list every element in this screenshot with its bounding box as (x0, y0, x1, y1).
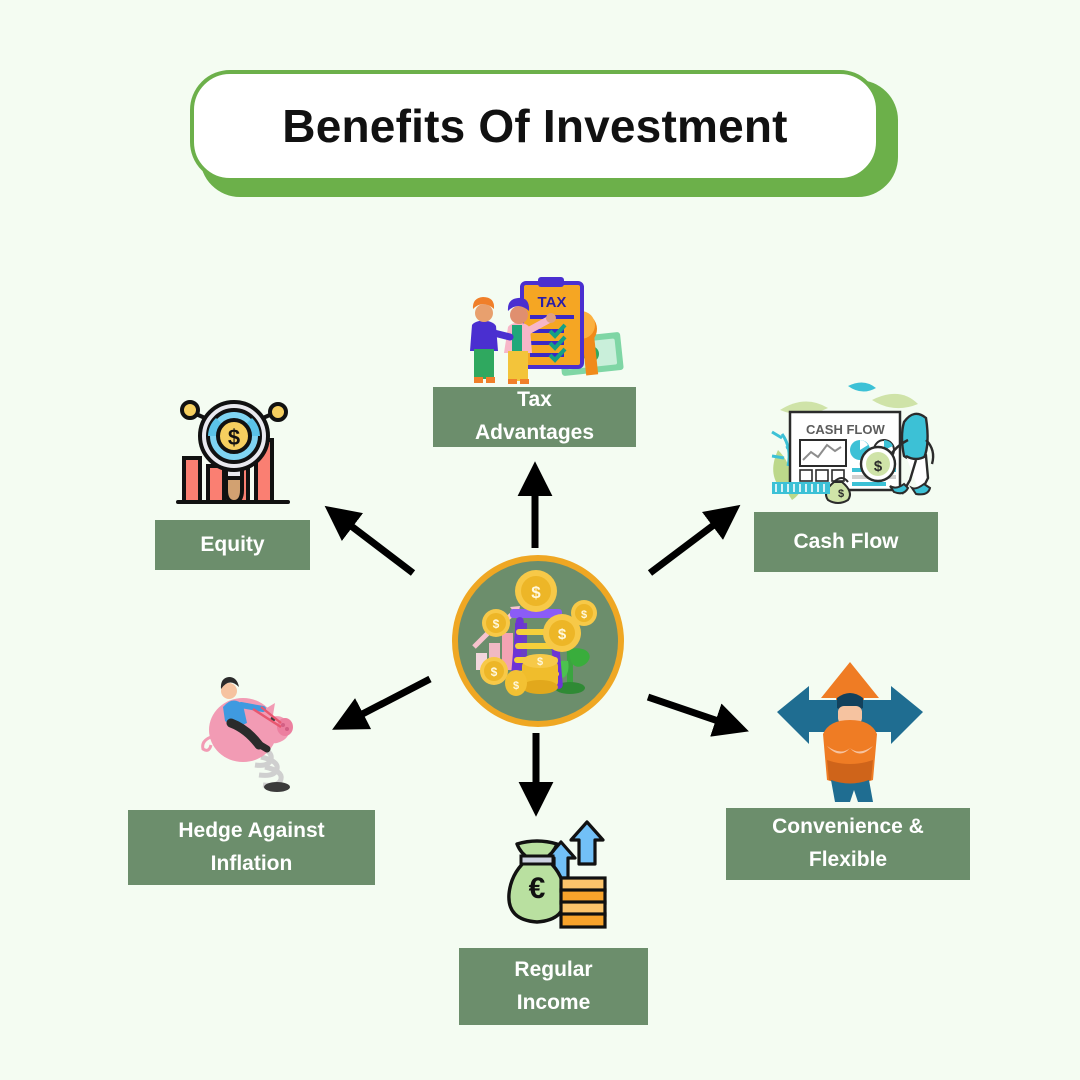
label-regular-income[interactable]: Regular Income (459, 948, 648, 1025)
center-node-investment: $ $ $ $ $ $ $ (452, 555, 624, 727)
label-convenience-flexible[interactable]: Convenience & Flexible (726, 808, 970, 880)
arrow-to-cash-flow (647, 504, 741, 576)
person-three-arrows-icon (777, 662, 923, 802)
icon-equity: $ (170, 390, 298, 510)
icon-regular-income: € (487, 820, 617, 935)
label-line-1: Cash Flow (793, 529, 899, 553)
svg-text:CASH FLOW: CASH FLOW (806, 422, 885, 437)
label-cash-flow[interactable]: Cash Flow (754, 512, 938, 572)
label-line-1: Tax (517, 388, 552, 412)
label-hedge-against-inflation[interactable]: Hedge Against Inflation (128, 810, 375, 885)
svg-text:€: € (529, 872, 546, 905)
svg-text:$: $ (558, 626, 567, 643)
cash-flow-dashboard-icon: CASH FLOW (771, 382, 935, 504)
label-line-1: Equity (200, 532, 265, 556)
title-card: Benefits Of Investment (190, 70, 898, 197)
arrow-to-equity (324, 505, 416, 576)
label-line-2: Advantages (474, 421, 595, 444)
arrow-to-hedge-inflation (332, 675, 432, 730)
title-card-body: Benefits Of Investment (190, 70, 880, 182)
arrow-to-convenience (646, 693, 749, 737)
label-tax-advantages[interactable]: Tax Advantages (433, 387, 636, 447)
icon-tax-advantages: TAX (450, 275, 630, 387)
magnifier-dollar-bars-icon: $ (176, 400, 290, 505)
icon-convenience-flexible (775, 660, 925, 805)
svg-text:$: $ (491, 665, 498, 679)
svg-text:$: $ (838, 488, 844, 500)
label-equity[interactable]: Equity (155, 520, 310, 570)
label-line-1: Convenience & (772, 815, 924, 839)
svg-text:$: $ (874, 458, 883, 475)
svg-text:$: $ (531, 583, 541, 602)
label-line-1: Regular (514, 957, 593, 981)
svg-text:$: $ (581, 609, 587, 621)
piggy-bank-spring-rider-icon (201, 677, 293, 792)
svg-text:$: $ (228, 425, 240, 450)
svg-text:$: $ (537, 656, 543, 668)
svg-text:$: $ (513, 680, 519, 692)
svg-text:$: $ (493, 617, 500, 631)
svg-text:TAX: TAX (538, 294, 567, 311)
icon-hedge-against-inflation (195, 665, 315, 792)
label-line-1: Hedge Against (178, 818, 325, 842)
money-bag-euro-coins-arrows-icon: € (507, 820, 607, 929)
label-line-2: Inflation (210, 851, 293, 875)
investment-ladder-coins-plant-icon: $ $ $ $ $ $ $ (472, 570, 597, 696)
page-title: Benefits Of Investment (282, 100, 788, 152)
label-line-2: Flexible (808, 848, 888, 871)
label-line-2: Income (516, 990, 591, 1014)
icon-cash-flow: CASH FLOW (760, 382, 935, 504)
tax-clipboard-people-icon: TAX (470, 277, 624, 384)
